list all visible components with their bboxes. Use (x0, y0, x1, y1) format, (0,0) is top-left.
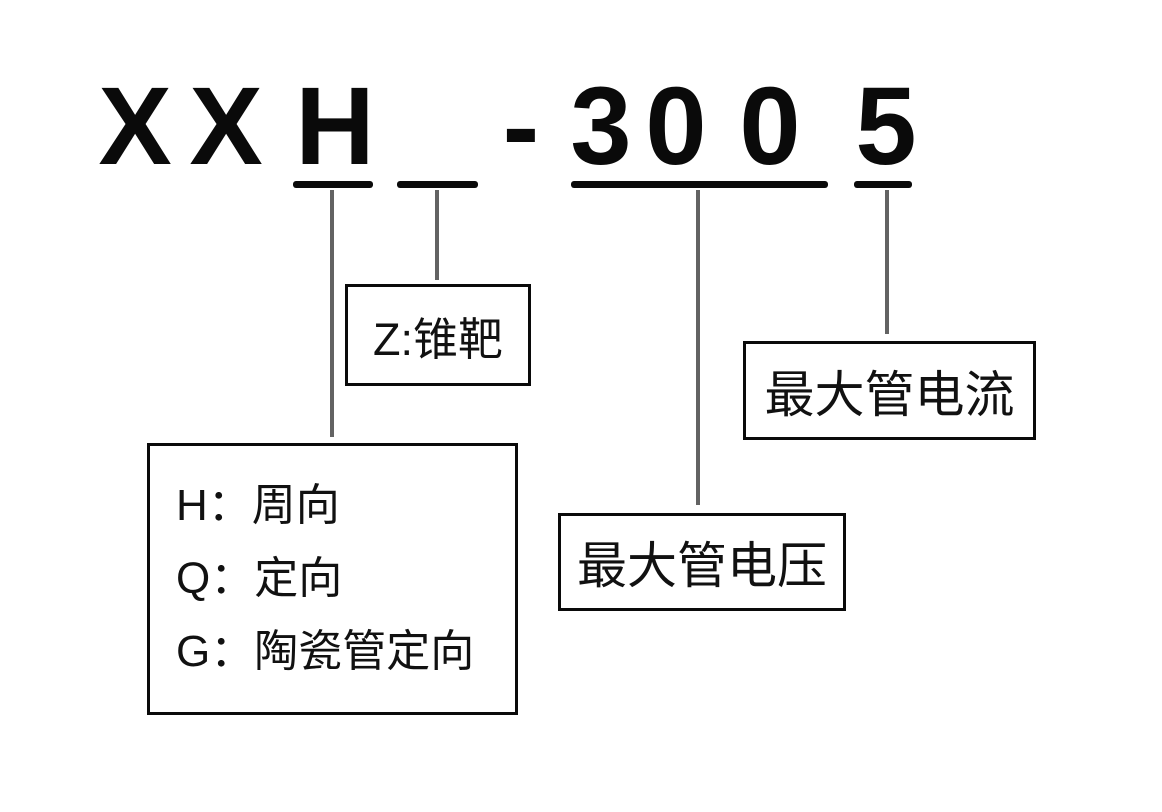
max-current-label-box: 最大管电流 (743, 341, 1036, 440)
code-char: H (295, 65, 375, 188)
tube-type-legend-box: H：周向 Q：定向 G：陶瓷管定向 (147, 443, 518, 715)
z-target-label: Z:锥靶 (373, 313, 503, 365)
code-char: 5 (855, 65, 917, 188)
underline-blank-slot (397, 181, 478, 188)
code-char-hyphen: - (502, 65, 540, 188)
z-target-label-box: Z:锥靶 (345, 284, 531, 386)
code-char: 0 (739, 65, 801, 188)
max-current-label: 最大管电流 (764, 366, 1015, 423)
code-char: 3 (570, 65, 632, 188)
underline-current-digit (854, 181, 912, 188)
underline-voltage-digits (571, 181, 828, 188)
connector-line-z-target (435, 190, 439, 280)
underline-type-letter (293, 181, 373, 188)
max-voltage-label: 最大管电压 (577, 538, 827, 594)
tube-type-option: Q：定向 (176, 553, 343, 603)
max-voltage-label-box: 最大管电压 (558, 513, 846, 611)
code-char: X (98, 65, 172, 188)
code-char: 0 (645, 65, 707, 188)
tube-type-option: G：陶瓷管定向 (176, 626, 475, 676)
tube-type-option: H：周向 (176, 480, 340, 530)
connector-line-voltage (696, 190, 700, 505)
connector-line-type (330, 190, 334, 437)
code-char: X (189, 65, 263, 188)
connector-line-current (885, 190, 889, 334)
